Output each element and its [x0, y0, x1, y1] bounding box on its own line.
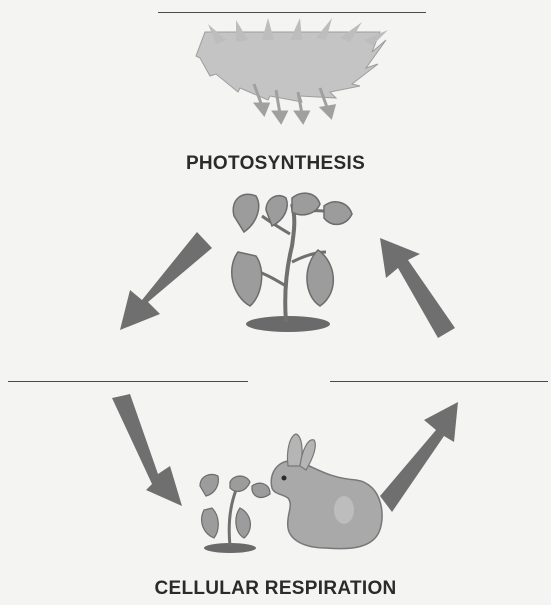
rabbit-icon	[271, 434, 382, 549]
cellular-respiration-label: CELLULAR RESPIRATION	[0, 578, 551, 600]
